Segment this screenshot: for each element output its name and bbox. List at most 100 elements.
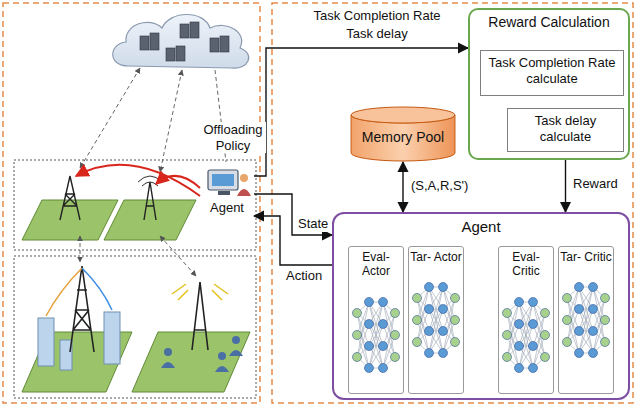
user-body	[237, 189, 251, 196]
node-text: Memory Pool	[362, 129, 444, 146]
net-link	[519, 302, 533, 368]
neural-network	[500, 285, 552, 385]
net-neuron	[425, 327, 434, 336]
net-link	[519, 302, 533, 368]
net-neuron	[365, 341, 374, 350]
net-neuron	[413, 316, 422, 325]
net-link	[369, 302, 383, 368]
layer-box	[14, 160, 256, 250]
net-neuron	[451, 338, 460, 347]
net-neuron	[391, 352, 400, 361]
net-neuron	[439, 349, 448, 358]
edge-label: State	[296, 216, 330, 232]
connector-arrow	[402, 162, 403, 212]
node-text: Eval- Actor	[350, 250, 402, 279]
net-link	[443, 320, 455, 353]
node-text: Agent	[338, 218, 624, 236]
net-link	[507, 324, 519, 357]
reward-box: Reward CalculationTask Completion Rate c…	[468, 8, 630, 160]
net-neuron	[563, 294, 572, 303]
net-neuron	[589, 305, 598, 314]
net-neuron	[575, 349, 584, 358]
calc-box: Task Completion Rate calculate	[480, 50, 624, 96]
neural-network	[560, 270, 612, 370]
net-neuron	[503, 352, 512, 361]
panel-border	[3, 3, 260, 403]
net-link	[383, 335, 395, 368]
user-head	[240, 174, 248, 182]
panel-border	[272, 3, 633, 403]
net-link	[579, 287, 593, 353]
wireless-link	[80, 68, 140, 168]
net-neuron	[529, 363, 538, 372]
monitor	[208, 170, 238, 190]
net-neuron	[365, 297, 374, 306]
net-link	[567, 309, 579, 342]
cloud	[113, 15, 249, 69]
net-neuron	[451, 294, 460, 303]
network-box: Eval- Actor	[348, 246, 404, 394]
node-text: Eval- Critic	[500, 250, 552, 279]
agent-computer-icon	[200, 166, 254, 198]
wireless-link	[160, 70, 182, 172]
tower-symbol	[70, 266, 208, 352]
net-neuron	[589, 327, 598, 336]
net-neuron	[515, 363, 524, 372]
net-neuron	[589, 283, 598, 292]
tower-symbol	[60, 176, 162, 220]
agent-box: AgentEval- Actor Tar- Actor Eval- CriticTa…	[332, 212, 630, 400]
connector-arrow	[254, 216, 332, 265]
wireless-link	[160, 236, 196, 276]
edge-label: Action	[284, 268, 324, 284]
net-link	[533, 335, 545, 368]
net-neuron	[379, 341, 388, 350]
edge-label: Reward	[571, 176, 620, 192]
net-neuron	[413, 294, 422, 303]
net-neuron	[353, 352, 362, 361]
layer-box	[14, 256, 256, 398]
network-box: Tar- Critic	[558, 246, 614, 394]
server-icon	[140, 22, 229, 61]
memory-pool: Memory Pool	[350, 106, 456, 162]
annotation-label: Offloading Policy	[200, 122, 266, 153]
net-neuron	[353, 308, 362, 317]
net-neuron	[379, 363, 388, 372]
screen	[212, 174, 234, 186]
net-neuron	[529, 341, 538, 350]
annotation-label: Task Completion Rate	[290, 8, 464, 24]
net-neuron	[503, 308, 512, 317]
cylinder-top	[351, 107, 455, 123]
node-text: Reward Calculation	[474, 14, 624, 31]
net-neuron	[379, 297, 388, 306]
net-neuron	[425, 349, 434, 358]
net-neuron	[601, 338, 610, 347]
signal-arc	[172, 284, 228, 300]
net-neuron	[601, 294, 610, 303]
net-neuron	[391, 330, 400, 339]
net-neuron	[365, 363, 374, 372]
net-neuron	[425, 283, 434, 292]
net-neuron	[379, 319, 388, 328]
net-neuron	[515, 341, 524, 350]
signal-arc	[82, 268, 112, 310]
net-neuron	[425, 305, 434, 314]
agent-icon: Agent	[200, 166, 254, 224]
edge-label: (S,A,R,S')	[409, 178, 470, 194]
net-link	[593, 320, 605, 353]
net-neuron	[563, 338, 572, 347]
node-text: Task Completion Rate calculate	[485, 55, 619, 86]
node-text: Agent	[200, 200, 254, 216]
net-neuron	[529, 297, 538, 306]
net-neuron	[515, 319, 524, 328]
net-neuron	[601, 316, 610, 325]
connector-arrow	[565, 152, 566, 212]
building-symbol	[38, 312, 120, 370]
calc-box: Task delay calculate	[507, 108, 624, 152]
node-text: Tar- Actor	[410, 250, 462, 264]
net-link	[429, 287, 443, 353]
net-link	[579, 287, 593, 353]
user-symbol	[161, 336, 243, 372]
net-neuron	[439, 327, 448, 336]
net-neuron	[391, 308, 400, 317]
net-link	[357, 324, 369, 357]
